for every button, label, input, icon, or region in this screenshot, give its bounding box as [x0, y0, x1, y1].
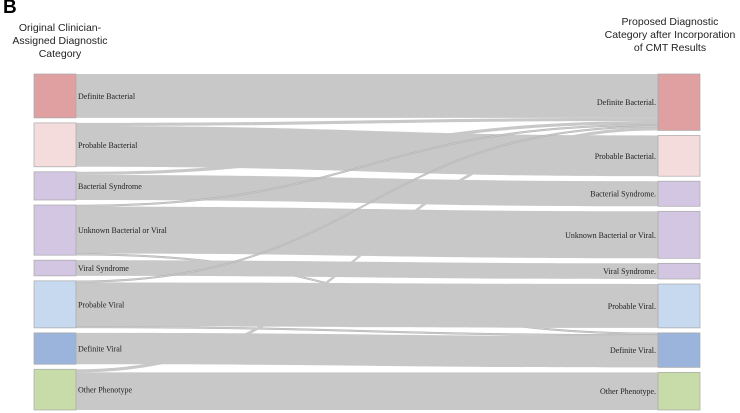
flow-l-def-viral-to-r-def-viral [76, 332, 658, 368]
right-node-probable-bacterial [657, 135, 701, 177]
right-node-label: Probable Viral. [608, 302, 656, 311]
right-node-label: Unknown Bacterial or Viral. [565, 231, 656, 240]
left-node-other-phenotype [33, 368, 77, 411]
left-column-header: Original Clinician-Assigned Diagnostic C… [12, 22, 108, 60]
right-node-other-phenotype [657, 372, 701, 411]
left-node-definite-viral [33, 332, 77, 365]
flow-l-unk-to-r-unk [76, 206, 658, 259]
right-node-viral-syndrome [657, 262, 701, 280]
panel-label: B [3, 0, 17, 18]
right-node-label: Definite Bacterial. [597, 98, 656, 107]
right-node-definite-viral [657, 332, 701, 368]
left-node-label: Bacterial Syndrome [78, 182, 142, 191]
left-node-label: Definite Bacterial [78, 92, 136, 101]
right-node-bacterial-syndrome [657, 180, 701, 207]
left-node-definite-bacterial [33, 73, 77, 119]
right-node-label: Probable Bacterial. [595, 152, 656, 161]
left-node-unknown-bacterial-or-viral [33, 204, 77, 256]
left-node-label: Probable Bacterial [78, 141, 138, 150]
left-node-label: Definite Viral [78, 345, 123, 354]
right-node-label: Viral Syndrome. [603, 267, 656, 276]
left-node-bacterial-syndrome [33, 171, 77, 201]
left-node-label: Other Phenotype [78, 386, 132, 395]
right-node-definite-bacterial [657, 73, 701, 131]
flow-l-other-to-r-other [76, 372, 658, 410]
right-node-label: Definite Viral. [610, 346, 656, 355]
links-layer [75, 74, 659, 410]
left-node-viral-syndrome [33, 259, 77, 277]
right-column-header: Proposed Diagnostic Category after Incor… [604, 16, 736, 54]
nodes-layer [33, 73, 701, 411]
flow-l-prob-viral-to-r-prob-viral [76, 282, 658, 328]
flow-l-bact-syn-to-r-def-bact [76, 121, 658, 175]
left-node-probable-viral [33, 280, 77, 329]
right-node-probable-viral [657, 283, 701, 329]
flow-l-bact-syn-to-r-bact-syn [76, 174, 658, 207]
left-node-label: Unknown Bacterial or Viral [78, 226, 168, 235]
flow-l-prob-bact-to-r-def-bact [76, 117, 658, 127]
flow-l-def-bact-to-r-def-bact [76, 74, 658, 118]
right-node-label: Bacterial Syndrome. [590, 190, 656, 199]
right-node-unknown-bacterial-or-viral [657, 210, 701, 259]
left-node-label: Viral Syndrome [78, 264, 129, 273]
right-node-label: Other Phenotype. [600, 387, 656, 396]
left-node-label: Probable Viral [78, 300, 125, 309]
flow-l-prob-bact-to-r-prob-bact [76, 126, 658, 177]
flow-l-other-to-r-def-bact [76, 127, 658, 373]
left-node-probable-bacterial [33, 122, 77, 168]
